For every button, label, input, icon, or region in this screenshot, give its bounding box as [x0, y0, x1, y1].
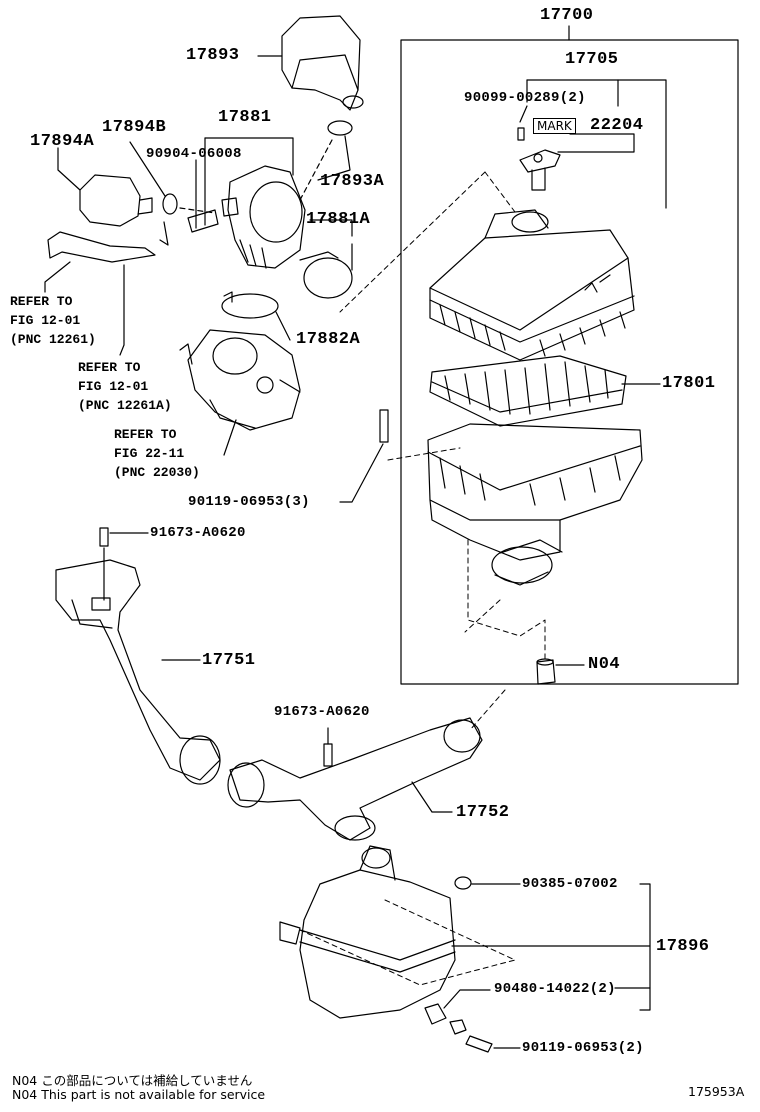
- label-17882a: 17882A: [296, 330, 361, 349]
- refer-22030-line1: REFER TO: [114, 427, 177, 442]
- refer-22030-line2: FIG 22-11: [114, 446, 185, 461]
- label-17893: 17893: [186, 46, 240, 65]
- label-17881a: 17881A: [306, 210, 371, 229]
- label-17896: 17896: [656, 937, 710, 956]
- intake-duct-17893: [281, 15, 364, 111]
- refer-12261a-line1: REFER TO: [78, 360, 141, 375]
- label-17700: 17700: [540, 6, 594, 25]
- label-17752: 17752: [456, 803, 510, 822]
- label-17894a: 17894A: [30, 132, 95, 151]
- label-17893a: 17893A: [320, 172, 385, 191]
- resonator-17896: [279, 845, 456, 1019]
- grommet-90385: [454, 876, 472, 890]
- collar-90480: [424, 1003, 447, 1025]
- label-90385-07002: 90385-07002: [522, 876, 618, 892]
- air-cleaner-case: [427, 423, 643, 586]
- clamp-17882a: [221, 293, 279, 319]
- hose-12261: [47, 231, 156, 263]
- bolt-91673b: [323, 743, 333, 767]
- refer-22030-line3: (PNC 22030): [114, 465, 200, 480]
- label-17801: 17801: [662, 374, 716, 393]
- label-22204: 22204: [590, 116, 644, 135]
- clamp-17894b: [162, 193, 178, 215]
- bolt-90119-3: [379, 409, 389, 443]
- duct-17752: [227, 717, 483, 841]
- label-17881: 17881: [218, 108, 272, 127]
- mark-box: MARK: [533, 118, 576, 134]
- diagram-id: 175953A: [688, 1084, 745, 1099]
- leader-17705: [526, 79, 667, 209]
- intake-hose-17881: [221, 165, 306, 269]
- throttle-body: [179, 329, 301, 431]
- label-17894b: 17894B: [102, 118, 167, 137]
- label-17751: 17751: [202, 651, 256, 670]
- air-cleaner-cap: [429, 209, 635, 361]
- bolt-91673a: [99, 527, 109, 547]
- grommet-n04: [536, 658, 556, 685]
- label-91673-a0620-top: 91673-A0620: [150, 525, 246, 541]
- label-90480-14022: 90480-14022(2): [494, 981, 616, 997]
- bolt-90119-2: [465, 1035, 493, 1053]
- duct-17751: [55, 559, 221, 785]
- label-n04: N04: [588, 655, 621, 674]
- label-90119-06953-2: 90119-06953(2): [522, 1040, 644, 1056]
- label-90904-06008: 90904-06008: [146, 146, 242, 162]
- assembly-frame: [400, 39, 739, 685]
- refer-12261-line2: FIG 12-01: [10, 313, 81, 328]
- label-90119-06953-3: 90119-06953(3): [188, 494, 310, 510]
- clamp-17881a: [303, 257, 353, 299]
- clamp-17893a: [327, 120, 353, 136]
- note-en: N04 This part is not available for servi…: [12, 1087, 266, 1102]
- resonator-17894a: [57, 147, 153, 227]
- airflow-sensor: [519, 149, 561, 191]
- refer-12261a-line2: FIG 12-01: [78, 379, 149, 394]
- refer-12261-line3: (PNC 12261): [10, 332, 96, 347]
- note-jp: N04 この部品については補給していません: [12, 1073, 253, 1088]
- filter-element: [429, 355, 661, 427]
- refer-12261a-line3: (PNC 12261A): [78, 398, 172, 413]
- label-90099-00289: 90099-00289(2): [464, 90, 586, 106]
- label-17705: 17705: [565, 50, 619, 69]
- refer-12261-line1: REFER TO: [10, 294, 73, 309]
- label-91673-a0620-lower: 91673-A0620: [274, 704, 370, 720]
